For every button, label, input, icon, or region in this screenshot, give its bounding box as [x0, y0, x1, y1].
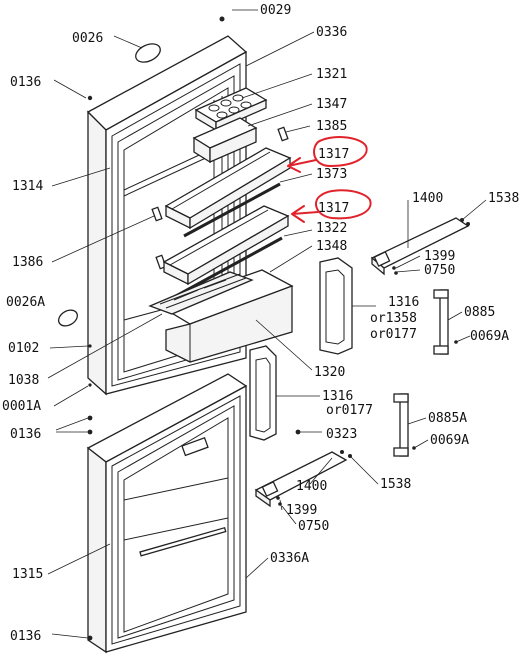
label-0136-top: 0136 [10, 75, 41, 90]
label-0102: 0102 [8, 341, 39, 356]
label-0336: 0336 [316, 25, 347, 40]
label-0069A-lower: 0069A [430, 433, 469, 448]
label-1386: 1386 [12, 255, 43, 270]
label-1315: 1315 [12, 567, 43, 582]
label-0750-lower: 0750 [298, 519, 329, 534]
label-1385: 1385 [316, 119, 347, 134]
hinge-0885 [433, 289, 449, 355]
label-1320: 1320 [314, 365, 345, 380]
rail-1373 [183, 182, 281, 238]
label-0026: 0026 [72, 31, 103, 46]
label-0029: 0029 [260, 3, 291, 18]
label-1322: 1322 [316, 221, 347, 236]
label-1347: 1347 [316, 97, 347, 112]
label-0885: 0885 [464, 305, 495, 320]
label-1038: 1038 [8, 373, 39, 388]
bracket-1400-lower [254, 451, 348, 508]
handle-lower [249, 345, 277, 441]
label-0001A: 0001A [2, 399, 41, 414]
label-0136-bottom: 0136 [10, 629, 41, 644]
label-0885A: 0885A [428, 411, 467, 426]
red-highlight-1317-lower [291, 189, 372, 223]
leader-lines [47, 9, 487, 639]
label-1314: 1314 [12, 179, 43, 194]
handle-upper-right [319, 257, 353, 355]
bottle-shelf [148, 269, 294, 363]
label-or0177-upper: or0177 [370, 327, 417, 342]
label-1317-lower: 1317 [318, 201, 349, 216]
label-0026A: 0026A [6, 295, 45, 310]
label-0336A: 0336A [270, 551, 309, 566]
label-0323: 0323 [326, 427, 357, 442]
rail-1322 [175, 236, 283, 298]
cap-0026A [58, 309, 78, 327]
clip-1385 [277, 126, 289, 142]
part-labels: 0029 0336 0026 1321 0136 1347 1385 1317 … [2, 3, 519, 644]
label-0069A-upper: 0069A [470, 329, 509, 344]
shelf-1317-lower [162, 205, 290, 286]
label-1317-upper: 1317 [318, 147, 349, 162]
lower-door [86, 373, 248, 654]
label-1316-upper: 1316 [388, 295, 419, 310]
label-1538-upper: 1538 [488, 191, 519, 206]
label-1400-upper: 1400 [412, 191, 443, 206]
red-highlight-1317-upper [287, 136, 368, 173]
label-1399-lower: 1399 [286, 503, 317, 518]
label-1400-lower: 1400 [296, 479, 327, 494]
label-or1358: or1358 [370, 311, 417, 326]
label-1399-upper: 1399 [424, 249, 455, 264]
box-1347 [192, 117, 258, 164]
label-1316-lower: 1316 [322, 389, 353, 404]
label-1348: 1348 [316, 239, 347, 254]
hinge-0885A [393, 393, 409, 457]
label-0136-mid: 0136 [10, 427, 41, 442]
label-0750-upper: 0750 [424, 263, 455, 278]
label-1321: 1321 [316, 67, 347, 82]
label-1538-lower: 1538 [380, 477, 411, 492]
label-1373: 1373 [316, 167, 347, 182]
cap-0026 [135, 43, 161, 63]
label-or0177-lower: or0177 [326, 403, 373, 418]
